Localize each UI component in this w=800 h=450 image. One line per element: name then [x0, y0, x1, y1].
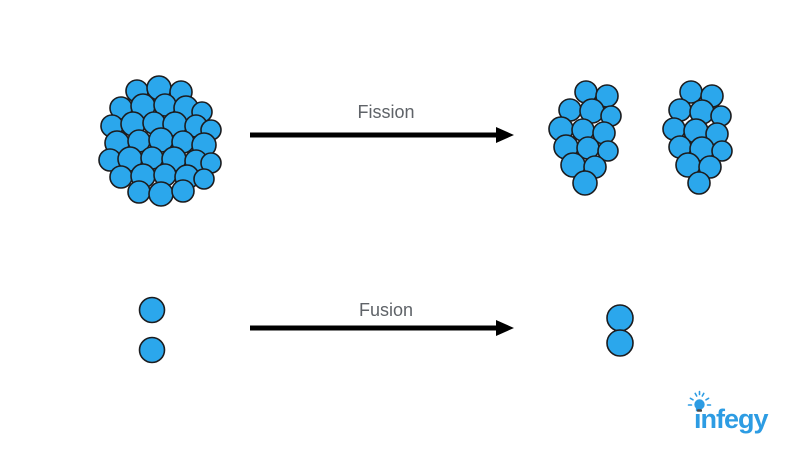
- atom-circle: [109, 165, 133, 189]
- infegy-logo: infegy: [687, 390, 769, 434]
- atom-circle: [193, 168, 215, 190]
- atom-circle: [148, 181, 174, 207]
- arrow-head-icon: [496, 320, 514, 336]
- fusion-input-atoms: [138, 296, 166, 364]
- atom-circle: [138, 296, 166, 324]
- fusion-result-nucleus: [606, 304, 634, 357]
- atom-circle: [597, 140, 619, 162]
- logo-text: infegy: [694, 404, 768, 434]
- fission-label: Fission: [357, 102, 414, 122]
- atom-circle: [572, 170, 598, 196]
- lightbulb-icon: [687, 390, 712, 412]
- fusion-arrow: [250, 320, 514, 336]
- atom-circle: [687, 171, 711, 195]
- atom-circle: [171, 179, 195, 203]
- atom-circle: [127, 180, 151, 204]
- arrow-head-icon: [496, 127, 514, 143]
- atom-circle: [606, 329, 634, 357]
- fission-fragment-left: [548, 80, 622, 196]
- fusion-label: Fusion: [359, 300, 413, 320]
- atom-circle: [698, 155, 722, 179]
- atom-circle: [711, 140, 733, 162]
- fission-arrow: [250, 127, 514, 143]
- fission-fragment-right: [662, 80, 733, 195]
- atom-circle: [606, 304, 634, 332]
- atom-circle: [138, 336, 166, 364]
- fission-input-nucleus: [98, 75, 222, 207]
